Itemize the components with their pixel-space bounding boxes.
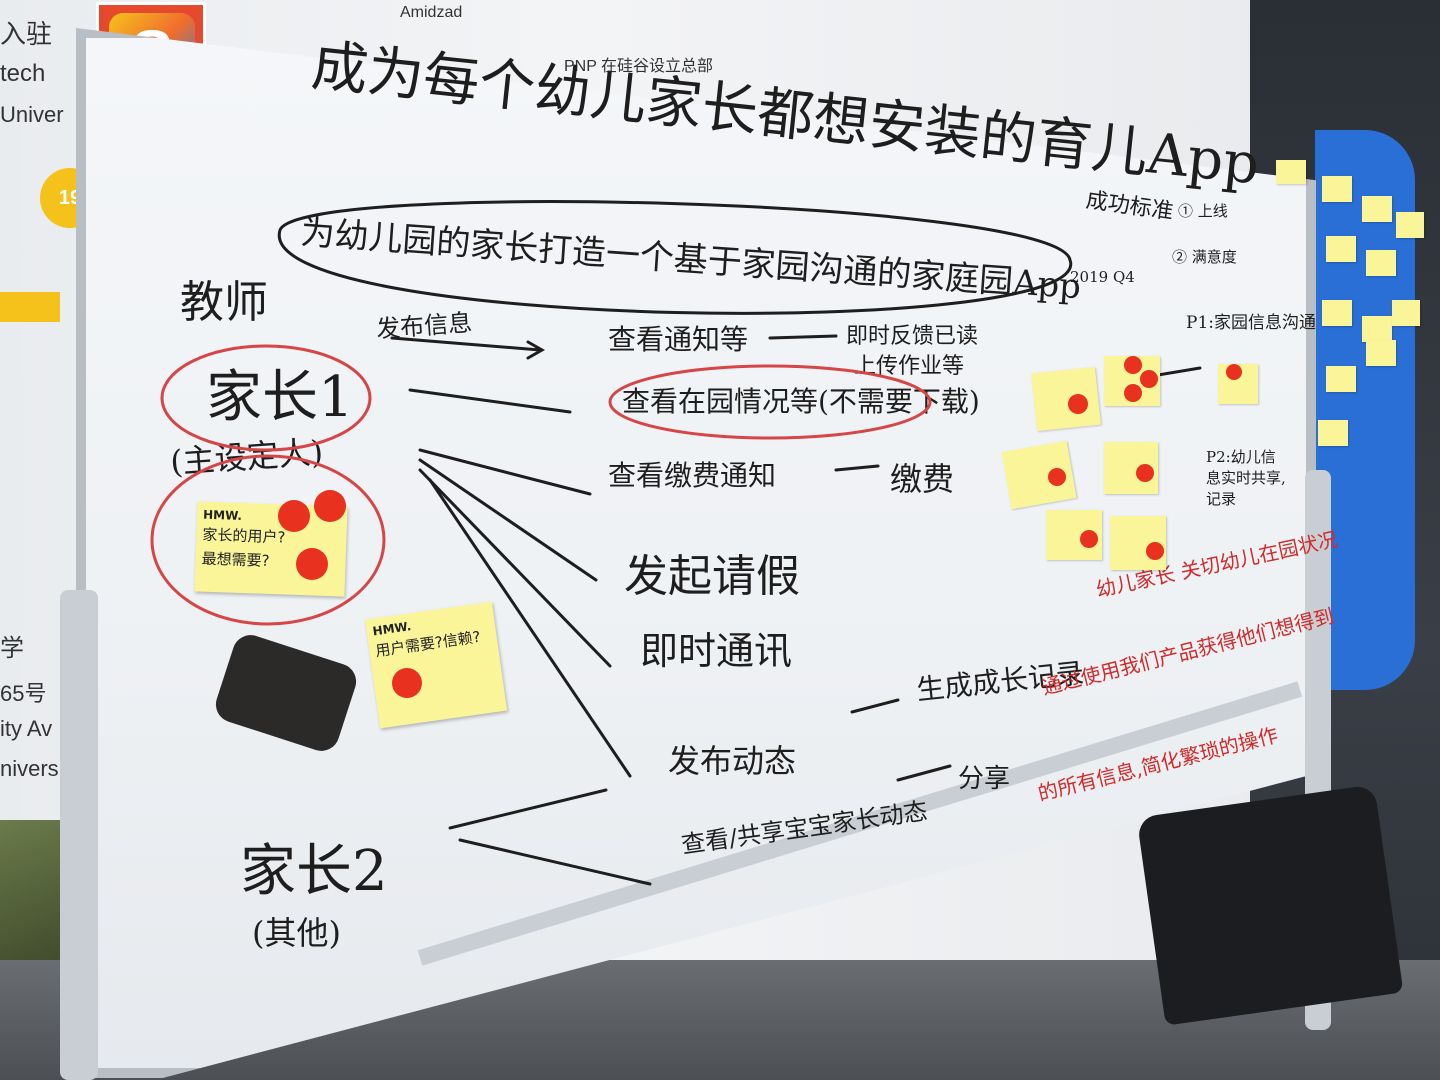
feature-share-result: 分享 — [958, 764, 1011, 794]
feature-publish-moment: 发布动态 — [668, 742, 797, 780]
vote-dot — [278, 500, 310, 532]
mini-sticky — [1031, 366, 1101, 432]
role-parent2-note: (其他) — [252, 914, 341, 952]
role-teacher: 教师 — [180, 277, 268, 328]
wall-text-xue: 学 — [0, 635, 24, 662]
arrow-growth — [850, 698, 900, 714]
vote-dot — [1124, 384, 1142, 402]
arrow-fee — [418, 448, 592, 496]
feature-im: 即时通讯 — [640, 629, 793, 673]
wall-text-tech: tech — [0, 60, 46, 87]
arrow-feedback — [768, 334, 838, 340]
wall-text-ity: ity Av — [0, 716, 53, 741]
wall-sticky — [1362, 316, 1392, 342]
subtitle-ellipse — [278, 200, 1072, 315]
wall-caption-amidzad: Amidzad — [400, 4, 463, 21]
vote-dot — [314, 490, 346, 522]
arrow-parent2-share — [448, 788, 608, 830]
wall-sticky — [1396, 212, 1424, 238]
vote-dot — [1068, 394, 1088, 414]
wall-sticky — [1392, 300, 1420, 326]
criteria-1: ① 上线 — [1178, 202, 1228, 220]
vote-dot — [1140, 370, 1158, 388]
wall-sticky — [1362, 196, 1392, 222]
feature-fee-result: 缴费 — [890, 460, 955, 498]
vote-dot — [392, 668, 422, 698]
wall-sticky — [1326, 366, 1356, 392]
arrow-pay — [834, 464, 880, 472]
role-parent1: 家长1 — [206, 365, 354, 430]
vote-dot — [296, 548, 328, 580]
wall-text-ruzhu: 入驻 — [0, 19, 53, 49]
feature-leave: 发起请假 — [624, 551, 800, 602]
feature-view-notice: 查看通知等 — [608, 323, 749, 356]
stand-left-post — [60, 590, 98, 1080]
in-school-red-circle — [608, 364, 932, 440]
wall-caption-pnp: PNP 在硅谷设立总部 — [564, 58, 714, 75]
feature-fee-notice: 查看缴费通知 — [608, 459, 777, 492]
arrow-leave — [418, 458, 598, 582]
right-p2: P2:幼儿信息实时共享,记录 — [1206, 448, 1286, 508]
wall-sticky — [1318, 420, 1348, 446]
hmw-red-circle — [150, 454, 386, 626]
hmw-sticky-2: HMW. 用户需要?信赖? — [364, 601, 508, 729]
vote-dot — [1136, 464, 1154, 482]
arrow-share — [896, 764, 952, 782]
vote-dot — [1080, 530, 1098, 548]
wall-sticky — [1326, 236, 1356, 262]
vote-dot — [1146, 542, 1164, 560]
arrow-publish — [428, 478, 632, 778]
arrow-im — [418, 468, 612, 668]
wall-sticky — [1366, 340, 1396, 366]
date-note: 2019 Q4 — [1070, 268, 1135, 286]
vote-dot — [1124, 356, 1142, 374]
arrow-in-school — [408, 388, 572, 414]
wall-text-univers: nivers — [0, 756, 59, 781]
wall-sticky — [1322, 176, 1352, 202]
vote-dot — [1226, 364, 1242, 380]
arrow-parent2-view — [458, 838, 652, 886]
wall-sticky — [1322, 300, 1352, 326]
right-p1: P1:家园信息沟通 — [1186, 313, 1316, 333]
criteria-2: ② 满意度 — [1172, 248, 1237, 266]
arrow-notice — [390, 336, 546, 360]
vote-dot — [1048, 468, 1066, 486]
wall-sticky — [1366, 250, 1396, 276]
yellow-accent-bar — [0, 292, 60, 322]
hmw-sticky-1-line1: 家长的用户? — [202, 525, 286, 547]
wall-text-65: 65号 — [0, 681, 47, 706]
parent1-red-circle — [160, 344, 372, 452]
wall-text-univer: Univer — [0, 102, 64, 127]
role-parent2: 家长2 — [240, 839, 388, 904]
feature-view-notice-result: 即时反馈已读 — [846, 324, 979, 349]
wall-sticky — [1276, 160, 1306, 184]
